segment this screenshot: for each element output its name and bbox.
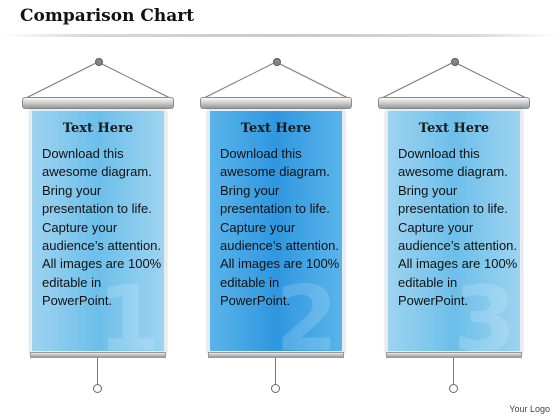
banner-cloth: 1 Text Here Download this awesome diagra… xyxy=(30,109,166,365)
pull-cord xyxy=(275,358,276,385)
top-rod xyxy=(378,97,530,109)
banner-heading: Text Here xyxy=(240,121,312,136)
logo-text: Your Logo xyxy=(509,404,550,414)
top-rod xyxy=(22,97,174,109)
pull-cord xyxy=(97,358,98,385)
hanging-string xyxy=(203,61,349,99)
pull-ring-icon xyxy=(449,384,458,393)
page-title: Comparison Chart xyxy=(20,6,195,26)
banner-2: 2 Text Here Download this awesome diagra… xyxy=(200,58,352,398)
banner-number: 3 xyxy=(453,267,516,372)
banner-cloth: 2 Text Here Download this awesome diagra… xyxy=(208,109,344,365)
bottom-rod xyxy=(386,352,522,358)
banner-body-text: Download this awesome diagram. Bring you… xyxy=(220,146,340,309)
banner-1: 1 Text Here Download this awesome diagra… xyxy=(22,58,174,398)
banner-heading: Text Here xyxy=(418,121,490,136)
pull-ring-icon xyxy=(271,384,280,393)
banner-body-text: Download this awesome diagram. Bring you… xyxy=(42,146,162,309)
bottom-rod xyxy=(208,352,344,358)
pull-ring-icon xyxy=(93,384,102,393)
banner-number: 1 xyxy=(97,267,160,372)
pull-cord xyxy=(453,358,454,385)
banner-number: 2 xyxy=(275,267,338,372)
bottom-rod xyxy=(30,352,166,358)
top-rod xyxy=(200,97,352,109)
banner-3: 3 Text Here Download this awesome diagra… xyxy=(378,58,530,398)
title-divider xyxy=(0,34,560,37)
hanging-string xyxy=(25,61,171,99)
banner-heading: Text Here xyxy=(62,121,134,136)
hanging-string xyxy=(381,61,527,99)
banner-body-text: Download this awesome diagram. Bring you… xyxy=(398,146,518,309)
banner-cloth: 3 Text Here Download this awesome diagra… xyxy=(386,109,522,365)
